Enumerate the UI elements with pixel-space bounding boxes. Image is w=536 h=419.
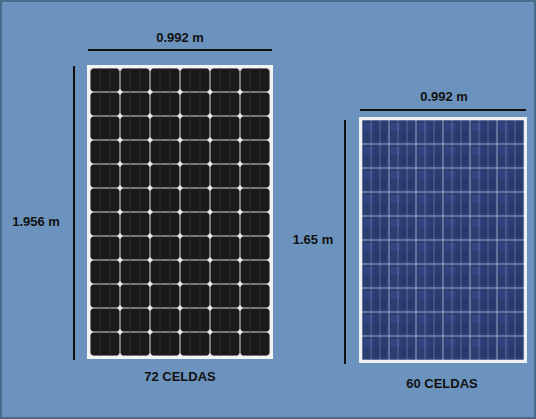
cell-count-label: 72 CELDAS xyxy=(144,370,216,384)
dimension-label: 1.65 m xyxy=(293,233,333,247)
dimension-label: 0.992 m xyxy=(156,31,204,45)
dimension-label: 0.992 m xyxy=(420,90,468,104)
cell-count-label: 60 CELDAS xyxy=(406,377,478,391)
dimension-label: 1.956 m xyxy=(12,215,60,229)
